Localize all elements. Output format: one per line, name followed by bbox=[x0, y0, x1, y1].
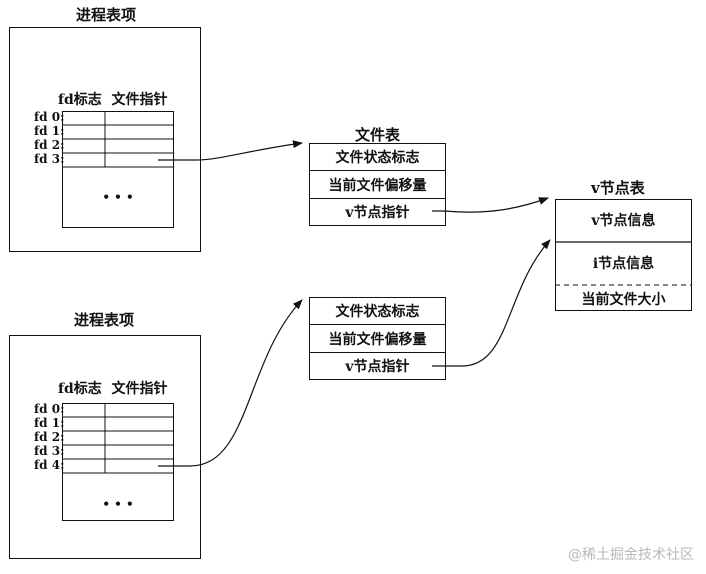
bottom-fd-label-2: fd 2: bbox=[34, 430, 65, 444]
top-fd-label-2: fd 2: bbox=[34, 138, 65, 152]
top-fd-label-3: fd 3: bbox=[34, 152, 65, 166]
vnode-table-title: v节点表 bbox=[591, 179, 645, 197]
vnode-table bbox=[555, 199, 692, 311]
top-fd-header: fd标志 文件指针 bbox=[58, 92, 168, 108]
bottom-process-entry bbox=[9, 335, 201, 559]
bottom-fd-ellipsis: • • • bbox=[102, 497, 134, 511]
vnode-info: v节点信息 bbox=[591, 213, 656, 229]
top-fd-label-1: fd 1: bbox=[34, 124, 65, 138]
arrow-top-fd3-to-file-table bbox=[158, 140, 303, 161]
inode-info: i节点信息 bbox=[592, 256, 655, 272]
top-process-entry bbox=[9, 27, 201, 252]
bottom-fd-header: fd标志 文件指针 bbox=[58, 381, 168, 397]
top-fd-ellipsis: • • • bbox=[102, 190, 134, 204]
top-vnode-pointer: v节点指针 bbox=[309, 198, 446, 226]
top-fd-table bbox=[62, 111, 174, 228]
top-process-title: 进程表项 bbox=[76, 6, 137, 24]
current-file-size: 当前文件大小 bbox=[581, 292, 666, 308]
bottom-process-title: 进程表项 bbox=[74, 311, 135, 329]
arrow-bottom-fd4-to-file-table bbox=[158, 299, 303, 467]
top-fd-label-0: fd 0: bbox=[34, 110, 65, 124]
watermark: @稀土掘金技术社区 bbox=[568, 547, 694, 563]
bottom-fd-label-3: fd 3: bbox=[34, 444, 65, 458]
bottom-fd-label-1: fd 1: bbox=[34, 416, 65, 430]
arrow-bottom-vnode-to-vnode-table bbox=[432, 239, 551, 367]
file-table-title: 文件表 bbox=[355, 126, 401, 144]
bottom-fd-label-4: fd 4: bbox=[34, 458, 65, 472]
arrow-top-vnode-to-vnode-table bbox=[432, 197, 549, 213]
bottom-fd-label-0: fd 0: bbox=[34, 402, 65, 416]
bottom-fd-table bbox=[62, 403, 174, 521]
